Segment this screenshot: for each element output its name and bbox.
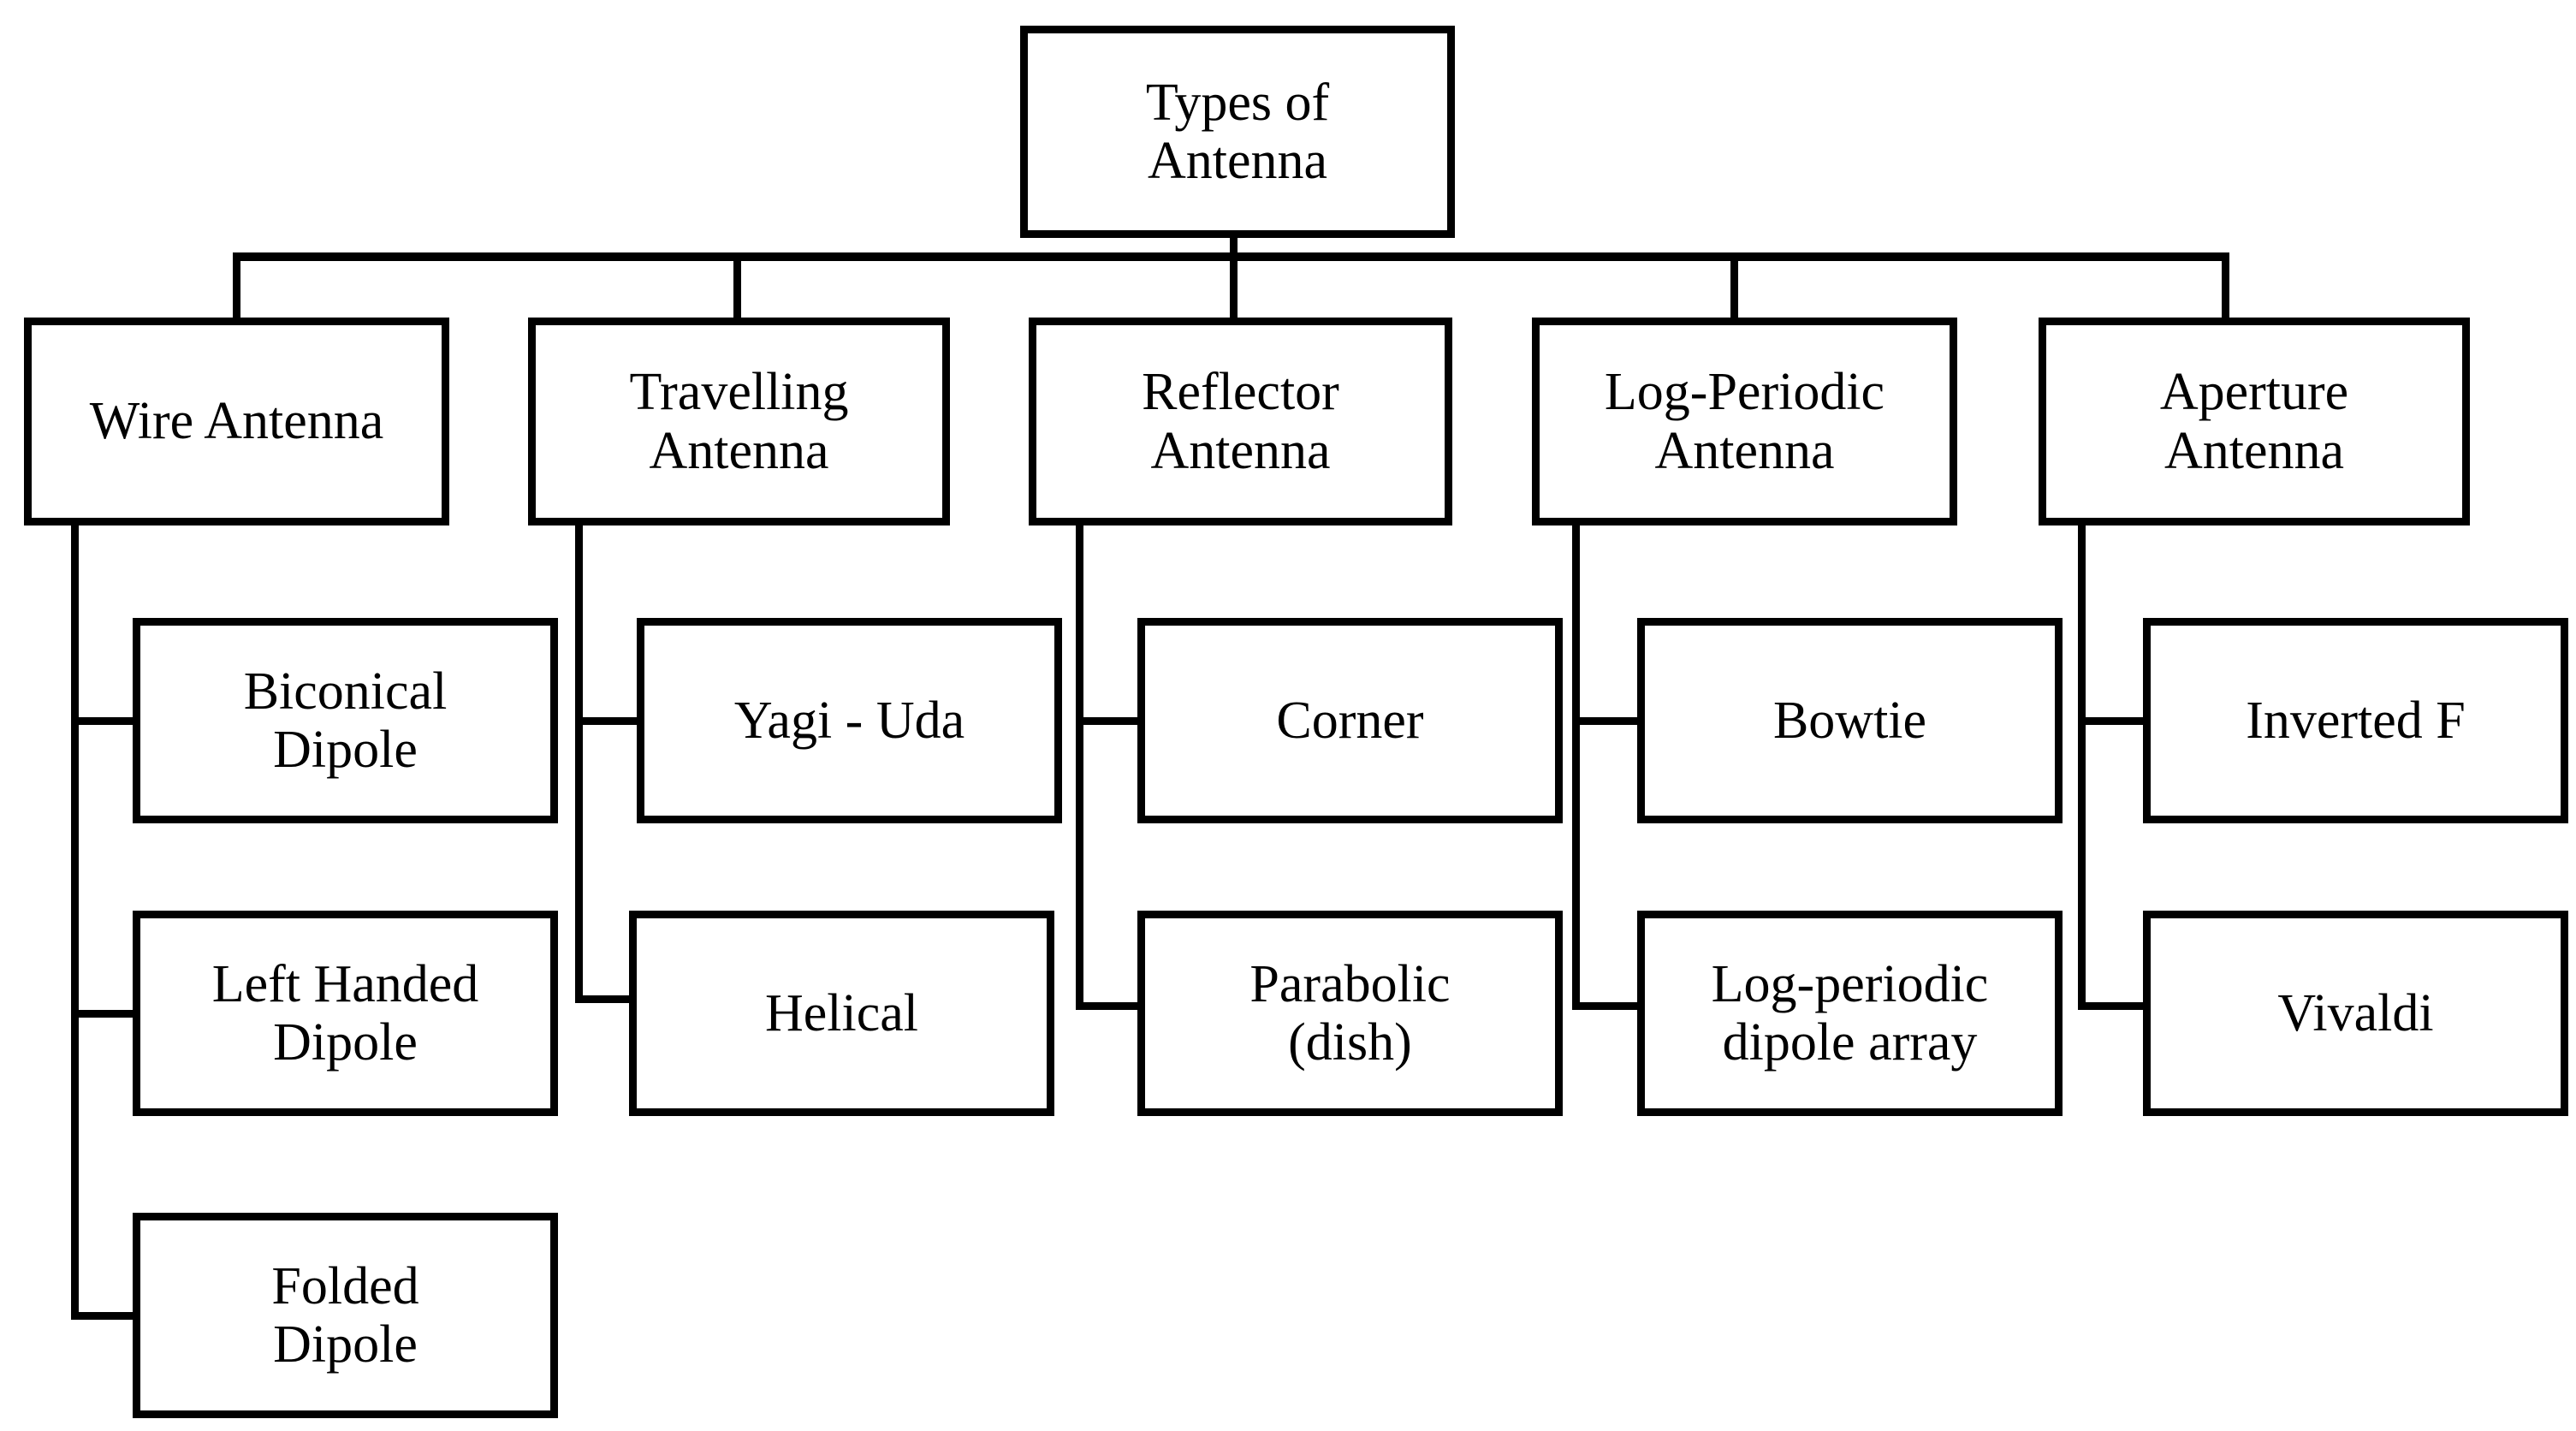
node-label: Wire Antenna [89,392,384,451]
node-label: Inverted F [2246,691,2466,750]
connector-stub-log-periodic-dipole-array [1572,1002,1642,1010]
node-label: Helical [764,983,918,1042]
connector-drop-aperture-antenna [2222,252,2229,321]
node-corner[interactable]: Corner [1137,618,1563,823]
node-yagi-uda[interactable]: Yagi - Uda [637,618,1062,823]
node-reflector-antenna[interactable]: Reflector Antenna [1029,318,1452,525]
node-folded-dipole[interactable]: Folded Dipole [133,1213,558,1418]
connector-trunk-reflector-antenna [1076,524,1083,1010]
node-helical[interactable]: Helical [629,911,1054,1116]
node-vivaldi[interactable]: Vivaldi [2143,911,2568,1116]
connector-stub-inverted-f [2078,717,2148,725]
node-label: Left Handed Dipole [211,954,479,1072]
node-label: Corner [1276,691,1424,750]
connector-stub-biconical-dipole [71,717,141,725]
node-label: Types of Antenna [1145,73,1330,190]
node-types-of-antenna[interactable]: Types of Antenna [1020,26,1455,238]
node-parabolic-dish[interactable]: Parabolic (dish) [1137,911,1563,1116]
connector-drop-wire-antenna [233,252,240,321]
node-label: Bowtie [1772,691,1927,750]
node-label: Yagi - Uda [733,691,965,750]
connector-stub-corner [1076,717,1146,725]
connector-trunk-aperture-antenna [2078,524,2086,1010]
node-left-handed-dipole[interactable]: Left Handed Dipole [133,911,558,1116]
node-label: Travelling Antenna [629,363,849,480]
connector-drop-log-periodic-antenna [1730,252,1738,321]
node-label: Aperture Antenna [2159,363,2349,480]
node-bowtie[interactable]: Bowtie [1637,618,2063,823]
node-wire-antenna[interactable]: Wire Antenna [24,318,449,525]
connector-stub-left-handed-dipole [71,1010,141,1018]
node-travelling-antenna[interactable]: Travelling Antenna [528,318,950,525]
connector-stub-bowtie [1572,717,1642,725]
connector-drop-travelling-antenna [733,252,741,321]
node-aperture-antenna[interactable]: Aperture Antenna [2039,318,2470,525]
connector-drop-reflector-antenna [1230,252,1238,321]
node-label: Parabolic (dish) [1249,954,1451,1072]
node-log-periodic-dipole-array[interactable]: Log-periodic dipole array [1637,911,2063,1116]
connector-trunk-travelling-antenna [575,524,583,1003]
connector-stub-helical [575,995,645,1003]
node-log-periodic-antenna[interactable]: Log-Periodic Antenna [1532,318,1957,525]
node-biconical-dipole[interactable]: Biconical Dipole [133,618,558,823]
connector-stub-yagi-uda [575,717,645,725]
connector-trunk-wire-antenna [71,524,79,1320]
connector-stub-vivaldi [2078,1002,2148,1010]
node-label: Folded Dipole [271,1256,419,1374]
connector-trunk-log-periodic-antenna [1572,524,1580,1010]
connector-stub-parabolic-dish [1076,1002,1146,1010]
node-label: Vivaldi [2277,983,2434,1042]
connector-stub-folded-dipole [71,1312,141,1320]
node-label: Log-Periodic Antenna [1604,363,1885,480]
node-inverted-f[interactable]: Inverted F [2143,618,2568,823]
node-label: Reflector Antenna [1142,363,1339,480]
connector-root-stem [1230,235,1238,258]
node-label: Log-periodic dipole array [1711,954,1989,1072]
node-label: Biconical Dipole [243,662,448,779]
